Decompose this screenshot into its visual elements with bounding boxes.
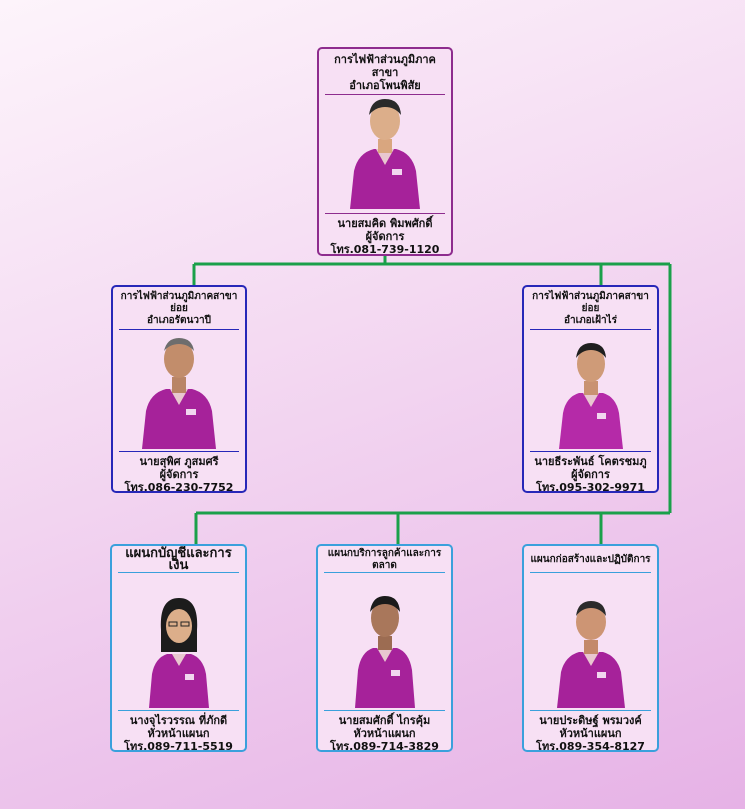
dept-finance-title: แผนกบัญชีและการเงิน — [118, 547, 239, 573]
dept-finance-name: นางจุไรวรรณ ที่ภักดี — [129, 714, 228, 727]
manager-card: การไฟฟ้าส่วนภูมิภาคสาขา อำเภอโพนพิสัย นา… — [317, 47, 453, 256]
sub-right-name: นายธีระพันธ์ โคตรชมภู — [534, 455, 647, 468]
dept-construction-photo — [524, 590, 657, 708]
manager-photo — [319, 89, 451, 209]
dept-finance-position: หัวหน้าแผนก — [147, 727, 210, 740]
sub-right-photo — [524, 331, 657, 449]
dept-finance-info: นางจุไรวรรณ ที่ภักดี หัวหน้าแผนก โทร.089… — [118, 710, 239, 752]
sub-right-card: การไฟฟ้าส่วนภูมิภาคสาขาย่อย อำเภอเฝ้าไร่… — [522, 285, 659, 493]
dept-finance-card: แผนกบัญชีและการเงิน นางจุไรวรรณ ที่ภักดี… — [110, 544, 247, 752]
sub-left-info: นายสุพิศ ภูสมศรี ผู้จัดการ โทร.086-230-7… — [119, 451, 239, 493]
sub-left-position: ผู้จัดการ — [159, 468, 199, 481]
manager-title: การไฟฟ้าส่วนภูมิภาคสาขา อำเภอโพนพิสัย — [325, 53, 445, 95]
sub-right-phone: โทร.095-302-9971 — [536, 481, 645, 493]
dept-service-info: นายสมศักดิ์ ไกรคุ้ม หัวหน้าแผนก โทร.089-… — [324, 710, 445, 752]
dept-service-title: แผนกบริการลูกค้าและการตลาด — [324, 548, 445, 573]
dept-service-card: แผนกบริการลูกค้าและการตลาด นายสมศักดิ์ ไ… — [316, 544, 453, 752]
sub-left-photo — [113, 329, 245, 449]
dept-service-position: หัวหน้าแผนก — [353, 727, 416, 740]
manager-phone: โทร.081-739-1120 — [330, 243, 440, 256]
dept-construction-info: นายประดิษฐ์ พรมวงค์ หัวหน้าแผนก โทร.089-… — [530, 710, 651, 752]
sub-right-title: การไฟฟ้าส่วนภูมิภาคสาขาย่อย อำเภอเฝ้าไร่ — [530, 291, 651, 330]
dept-construction-card: แผนกก่อสร้างและปฏิบัติการ นายประดิษฐ์ พร… — [522, 544, 659, 752]
dept-construction-name: นายประดิษฐ์ พรมวงค์ — [539, 714, 642, 727]
dept-finance-phone: โทร.089-711-5519 — [124, 740, 233, 752]
dept-construction-position: หัวหน้าแผนก — [559, 727, 622, 740]
sub-left-phone: โทร.086-230-7752 — [124, 481, 234, 493]
dept-service-photo — [318, 586, 451, 708]
dept-construction-title: แผนกก่อสร้างและปฏิบัติการ — [530, 550, 651, 573]
dept-construction-phone: โทร.089-354-8127 — [536, 740, 645, 752]
sub-right-info: นายธีระพันธ์ โคตรชมภู ผู้จัดการ โทร.095-… — [530, 451, 651, 493]
sub-left-name: นายสุพิศ ภูสมศรี — [139, 455, 219, 468]
dept-service-name: นายสมศักดิ์ ไกรคุ้ม — [338, 714, 431, 727]
manager-name: นายสมคิด พิมพศักดิ์ — [337, 217, 433, 230]
sub-left-title: การไฟฟ้าส่วนภูมิภาคสาขาย่อย อำเภอรัตนวาป… — [119, 291, 239, 330]
sub-left-card: การไฟฟ้าส่วนภูมิภาคสาขาย่อย อำเภอรัตนวาป… — [111, 285, 247, 493]
dept-finance-photo — [112, 590, 245, 708]
manager-position: ผู้จัดการ — [365, 230, 405, 243]
dept-service-phone: โทร.089-714-3829 — [330, 740, 439, 752]
sub-right-position: ผู้จัดการ — [571, 468, 610, 481]
manager-info: นายสมคิด พิมพศักดิ์ ผู้จัดการ โทร.081-73… — [325, 213, 445, 256]
